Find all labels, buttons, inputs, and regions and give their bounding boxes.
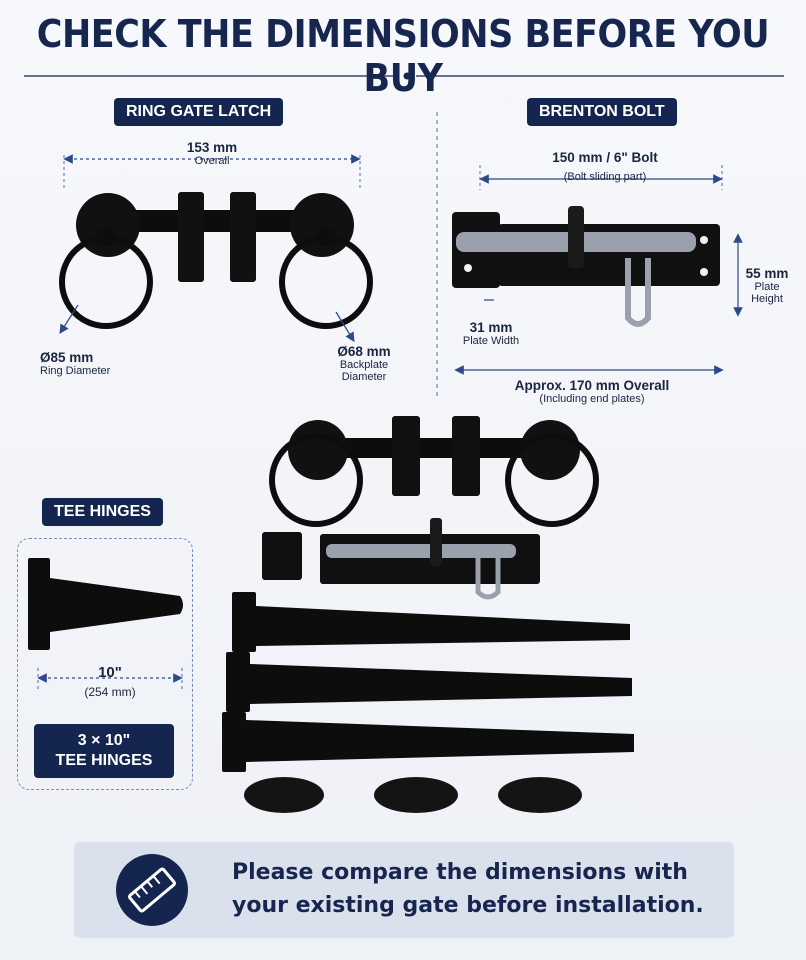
ring-diameter-dimension: Ø85 mm Ring Diameter <box>40 350 110 377</box>
bolt-length-dimension: 150 mm / 6" Bolt (Bolt sliding part) <box>520 150 690 183</box>
badge-line-1: 3 × 10" <box>77 732 131 749</box>
brenton-bolt-label: BRENTON BOLT <box>527 98 677 126</box>
ring-gate-latch-illustration <box>59 192 373 329</box>
plate-height-caption-1: Plate <box>754 281 780 293</box>
plate-height-value: 55 mm <box>745 266 789 281</box>
hinge-length-value: 10" <box>98 664 122 681</box>
bolt-overall-caption: (Including end plates) <box>539 393 645 405</box>
tee-hinges-label: TEE HINGES <box>42 498 163 526</box>
title-rule-dot <box>403 72 411 80</box>
plate-height-caption-2: Height <box>751 293 783 305</box>
latch-overall-dimension: 153 mm Overall <box>162 140 262 167</box>
plate-height-dimension: 55 mm Plate Height <box>740 266 794 305</box>
plate-width-caption: Plate Width <box>462 335 520 347</box>
ring-diameter-caption: Ring Diameter <box>40 365 111 377</box>
note-line-1: Please compare the dimensions with <box>232 860 688 885</box>
latch-overall-value: 153 mm <box>186 140 238 155</box>
tee-hinges-count-badge: 3 × 10" TEE HINGES <box>34 724 174 778</box>
badge-line-2: TEE HINGES <box>55 752 153 769</box>
ring-gate-latch-product <box>269 416 599 527</box>
bolt-overall-dimension: Approx. 170 mm Overall (Including end pl… <box>500 378 684 405</box>
backplate-diameter-dimension: Ø68 mm Backplate Diameter <box>326 344 402 383</box>
plate-width-dimension: 31 mm Plate Width <box>452 320 530 347</box>
backplate-caption-1: Backplate <box>339 359 389 371</box>
note-line-2: your existing gate before installation. <box>232 893 704 918</box>
backplate-caption-2: Diameter <box>341 371 387 383</box>
backplate-diameter-value: Ø68 mm <box>337 344 391 359</box>
brenton-bolt-product <box>262 518 540 600</box>
brenton-bolt-illustration <box>452 206 720 327</box>
bolt-length-value: 150 mm / 6" Bolt <box>552 150 658 165</box>
ring-gate-latch-label: RING GATE LATCH <box>114 98 284 126</box>
ring-diameter-value: Ø85 mm <box>40 350 94 365</box>
tee-hinge-illustration <box>28 558 183 650</box>
tee-hinges-box <box>17 538 193 790</box>
bolt-length-caption: (Bolt sliding part) <box>563 171 647 183</box>
tee-hinges-product <box>222 592 634 772</box>
bolt-overall-value: Approx. 170 mm Overall <box>514 378 670 393</box>
plate-width-value: 31 mm <box>469 320 513 335</box>
latch-overall-caption: Overall <box>194 155 230 167</box>
note-text: Please compare the dimensions with your … <box>232 856 704 922</box>
screws-product <box>244 777 582 813</box>
page-title: CHECK THE DIMENSIONS BEFORE YOU BUY <box>36 12 770 100</box>
ruler-icon <box>116 854 188 926</box>
hinge-length-dimension: 10" (254 mm) <box>60 664 160 699</box>
hinge-length-caption: (254 mm) <box>84 685 136 699</box>
